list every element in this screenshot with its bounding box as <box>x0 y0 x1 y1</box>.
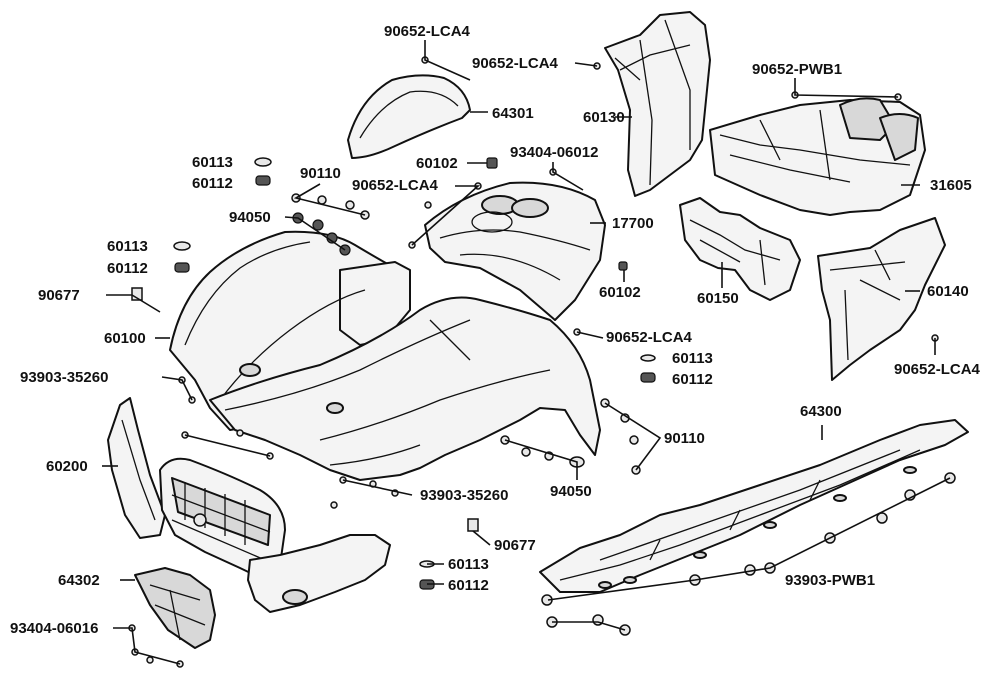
label-64300: 64300 <box>800 403 842 420</box>
label-90652-lca4-b: 90652-LCA4 <box>472 55 559 72</box>
part-labels: 90652-LCA4 90652-LCA4 90652-PWB1 64301 6… <box>10 23 981 637</box>
label-93903-35260-a: 93903-35260 <box>20 369 108 386</box>
label-60112-c: 60112 <box>672 371 713 388</box>
label-94050-a: 94050 <box>229 209 271 226</box>
label-60112-d: 60112 <box>448 577 489 594</box>
part-lower-nose <box>247 534 391 613</box>
part-60140-side-panel <box>817 217 946 381</box>
label-60113-c: 60113 <box>672 350 713 367</box>
part-31605-storage-tray <box>709 97 926 216</box>
label-64301: 64301 <box>492 105 534 122</box>
label-60140: 60140 <box>927 283 969 300</box>
label-90110-a: 90110 <box>300 165 341 182</box>
label-60113-b: 60113 <box>107 238 148 255</box>
label-60113-d: 60113 <box>448 556 489 573</box>
label-64302: 64302 <box>58 572 100 589</box>
part-17700-dash-cover <box>424 181 606 321</box>
label-90677-a: 90677 <box>38 287 80 304</box>
label-90652-lca4-c: 90652-LCA4 <box>352 177 439 194</box>
label-60100: 60100 <box>104 330 146 347</box>
label-60102-b: 60102 <box>599 284 641 301</box>
label-90652-lca4-d: 90652-LCA4 <box>606 329 693 346</box>
label-90110-b: 90110 <box>664 430 705 447</box>
label-60150: 60150 <box>697 290 739 307</box>
label-94050-b: 94050 <box>550 483 592 500</box>
part-rear-fender <box>209 296 601 481</box>
part-front-grille <box>159 457 286 581</box>
label-60112-a: 60112 <box>192 175 233 192</box>
part-60130-inner-panel <box>604 11 711 197</box>
label-90677-b: 90677 <box>494 537 536 554</box>
label-60102-a: 60102 <box>416 155 458 172</box>
label-93404-06012: 93404-06012 <box>510 144 598 161</box>
part-64301-visor <box>347 74 471 159</box>
label-60112-b: 60112 <box>107 260 148 277</box>
part-60100-front-fender <box>169 230 411 431</box>
part-60150-bracket <box>679 197 801 301</box>
part-64300-skid-plate <box>539 419 969 593</box>
label-17700: 17700 <box>612 215 654 232</box>
label-93404-06016: 93404-06016 <box>10 620 98 637</box>
label-90652-lca4-a: 90652-LCA4 <box>384 23 471 40</box>
label-60200: 60200 <box>46 458 88 475</box>
label-93903-35260-b: 93903-35260 <box>420 487 508 504</box>
label-90652-lca4-e: 90652-LCA4 <box>894 361 981 378</box>
label-93903-pwb1: 93903-PWB1 <box>785 572 875 589</box>
leader-lines <box>102 40 951 665</box>
label-60130: 60130 <box>583 109 625 126</box>
label-90652-pwb1: 90652-PWB1 <box>752 61 842 78</box>
part-60200-bumper <box>107 397 166 539</box>
part-64302-skid-plate <box>134 567 216 649</box>
label-60113-a: 60113 <box>192 154 233 171</box>
label-31605: 31605 <box>930 177 972 194</box>
